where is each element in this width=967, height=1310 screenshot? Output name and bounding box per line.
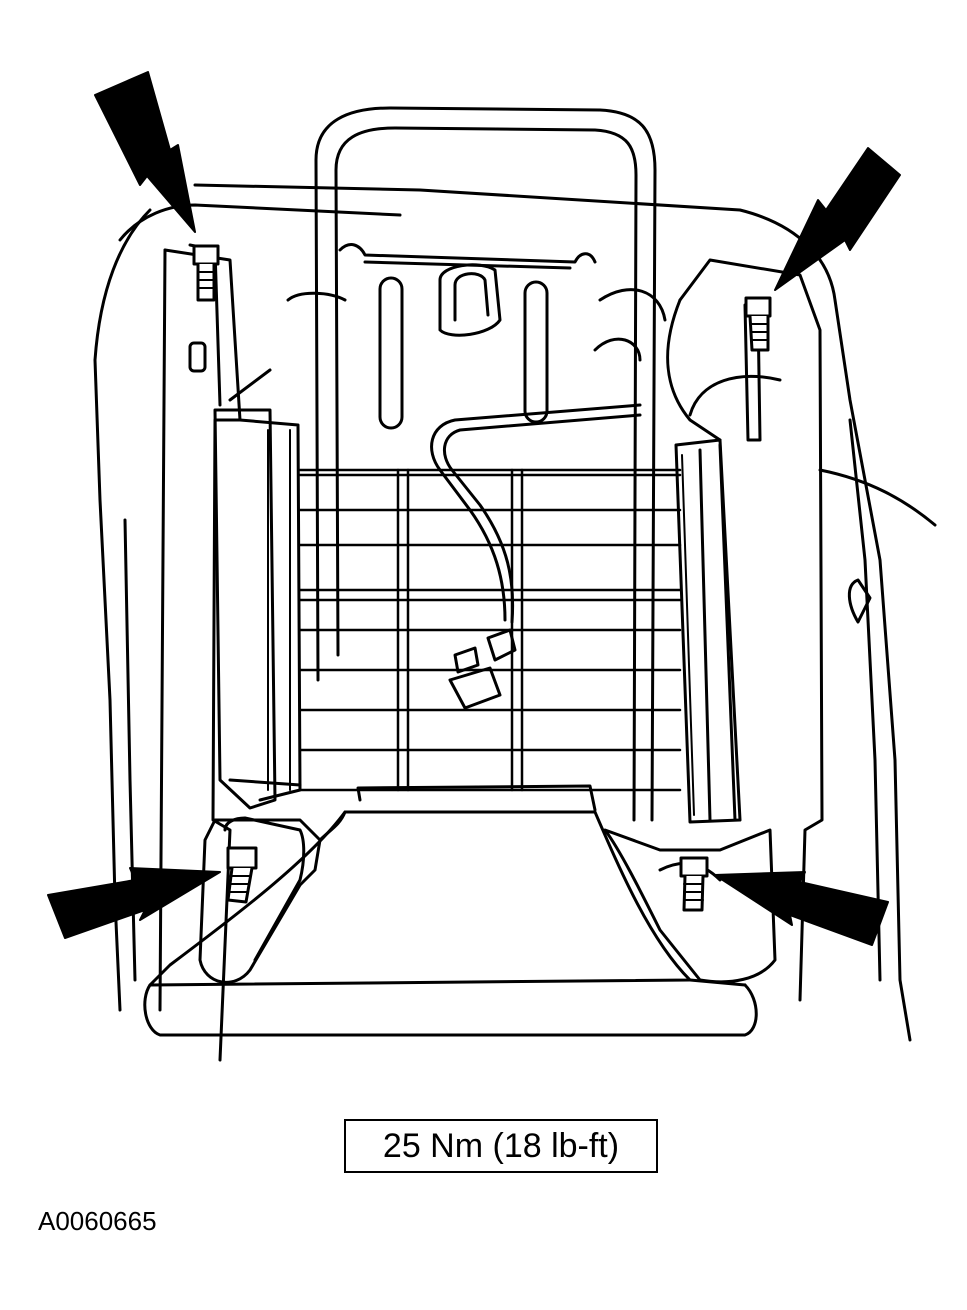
torque-spec-label: 25 Nm (18 lb-ft) (344, 1119, 658, 1173)
arrow-rear-left-bolt (94, 71, 196, 233)
figure-id: A0060665 (38, 1206, 157, 1236)
right-slider-teeth (681, 454, 695, 816)
seat-pan-slots (286, 263, 667, 430)
bolt-front-left (226, 846, 258, 904)
arrow-front-right-bolt (714, 871, 889, 946)
arrow-icon (47, 71, 901, 946)
left-front-foot (198, 810, 347, 984)
left-slider-teeth (267, 429, 291, 791)
front-riser (143, 784, 758, 1037)
arrow-front-left-bolt (47, 867, 221, 939)
left-seat-track (158, 243, 302, 1062)
bolt-rear-right (744, 296, 772, 352)
wiring-harness (430, 403, 642, 710)
arrow-rear-right-bolt (774, 147, 901, 291)
bolt-front-right (679, 856, 709, 912)
bolt-rear-left (192, 244, 220, 302)
seat-back-frame (314, 106, 657, 822)
